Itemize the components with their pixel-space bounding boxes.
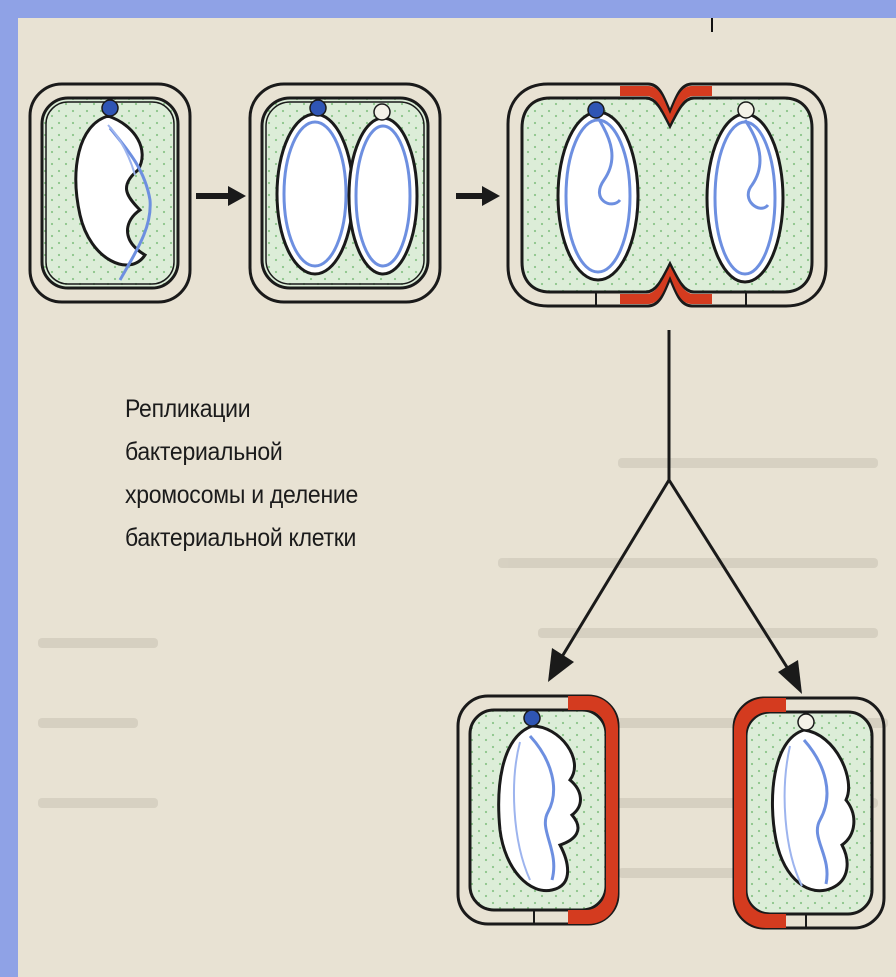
arrow-1 — [196, 186, 246, 206]
caption-line-3: бактериальной клетки — [125, 524, 357, 552]
chromosome-copy-left — [275, 112, 355, 276]
slide-frame-left — [0, 0, 18, 977]
new-cell-wall-right — [734, 698, 786, 928]
daughter-cell-right — [732, 696, 886, 930]
cell-stage-1 — [28, 82, 192, 304]
daughter-cell-left — [456, 694, 620, 926]
septum-top — [620, 86, 712, 124]
caption-line-2: хромосомы и деление — [125, 481, 358, 509]
cell-stage-2 — [248, 82, 442, 304]
top-divider-line — [711, 18, 713, 32]
arrow-2 — [456, 186, 500, 206]
caption-line-1: Репликации бактериальной — [125, 395, 283, 466]
chromosome-copy-right — [347, 116, 419, 276]
replication-origin — [101, 99, 119, 117]
slide-frame-top — [0, 0, 896, 18]
septum-bottom — [620, 266, 712, 304]
cell-stage-3-dividing — [506, 82, 828, 308]
new-cell-wall-left — [568, 696, 618, 924]
division-arrows — [548, 330, 802, 694]
diagram-caption: Репликации бактериальной хромосомы и дел… — [125, 388, 410, 560]
